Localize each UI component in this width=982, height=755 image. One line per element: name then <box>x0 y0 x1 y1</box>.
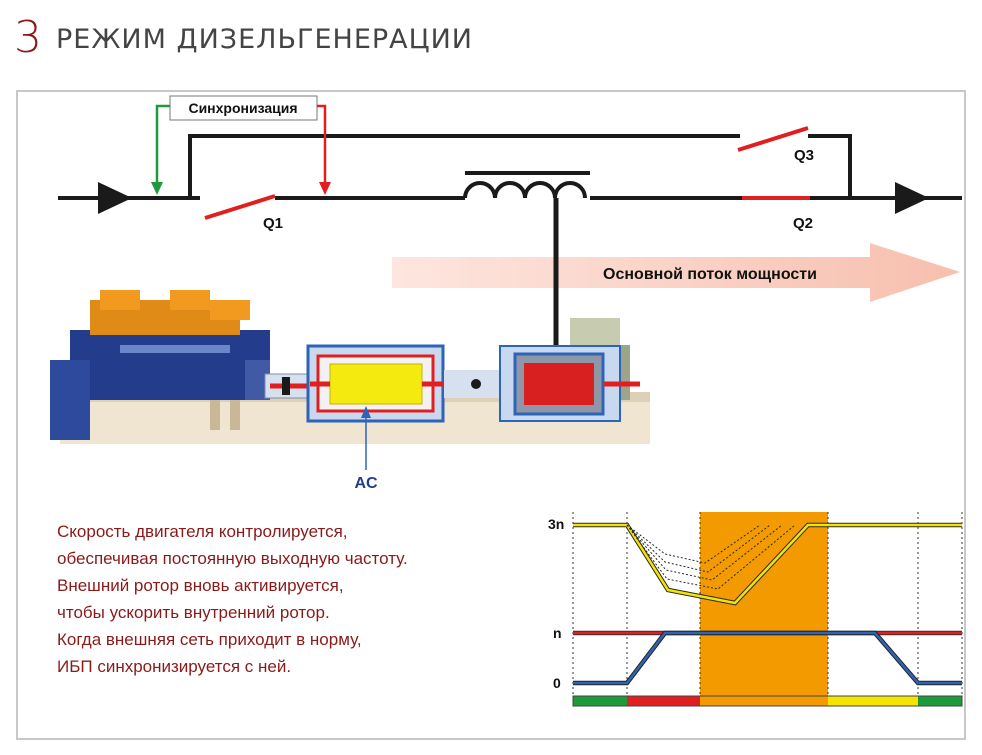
description-text: Скорость двигателя контролируется, обесп… <box>57 518 527 680</box>
ac-label: AC <box>354 475 378 492</box>
flywheel-machine <box>499 345 640 422</box>
sync-box <box>169 95 318 121</box>
sync-green-line <box>155 104 170 184</box>
sync-label: Синхронизация <box>188 100 297 116</box>
q2-label: Q2 <box>793 215 813 232</box>
power-flow-label: Основной поток мощности <box>603 266 817 283</box>
switch-q3 <box>737 126 809 152</box>
description-line: Внешний ротор вновь активируется, <box>57 576 344 595</box>
sync-red-arrow-icon <box>319 182 331 195</box>
sync-red-line <box>317 104 327 184</box>
output-arrow-icon <box>895 182 929 214</box>
q3-label: Q3 <box>794 147 814 164</box>
y-label-n: n <box>553 625 562 641</box>
speed-chart <box>572 512 963 707</box>
description-line: Когда внешняя сеть приходит в норму, <box>57 630 362 649</box>
description-line: ИБП синхронизируется с ней. <box>57 657 292 676</box>
sync-green-arrow-icon <box>151 182 163 195</box>
section-number: 3 <box>14 12 42 63</box>
page-header: 3 РЕЖИМ ДИЗЕЛЬГЕНЕРАЦИИ <box>14 10 473 60</box>
diagram-frame <box>16 90 966 740</box>
power-flow-arrow <box>392 243 960 302</box>
input-arrow-icon <box>98 182 132 214</box>
inductor-icon <box>463 181 587 199</box>
y-label-0: 0 <box>553 675 561 691</box>
switch-q1 <box>204 194 276 220</box>
page-title: РЕЖИМ ДИЗЕЛЬГЕНЕРАЦИИ <box>56 24 473 55</box>
description-line: обеспечивая постоянную выходную частоту. <box>57 549 408 568</box>
q1-label: Q1 <box>263 215 283 232</box>
description-line: чтобы ускорить внутренний ротор. <box>57 603 330 622</box>
description-line: Скорость двигателя контролируется, <box>57 522 348 541</box>
ac-pointer-arrow-icon <box>361 406 371 418</box>
y-label-3n: 3n <box>548 516 564 532</box>
